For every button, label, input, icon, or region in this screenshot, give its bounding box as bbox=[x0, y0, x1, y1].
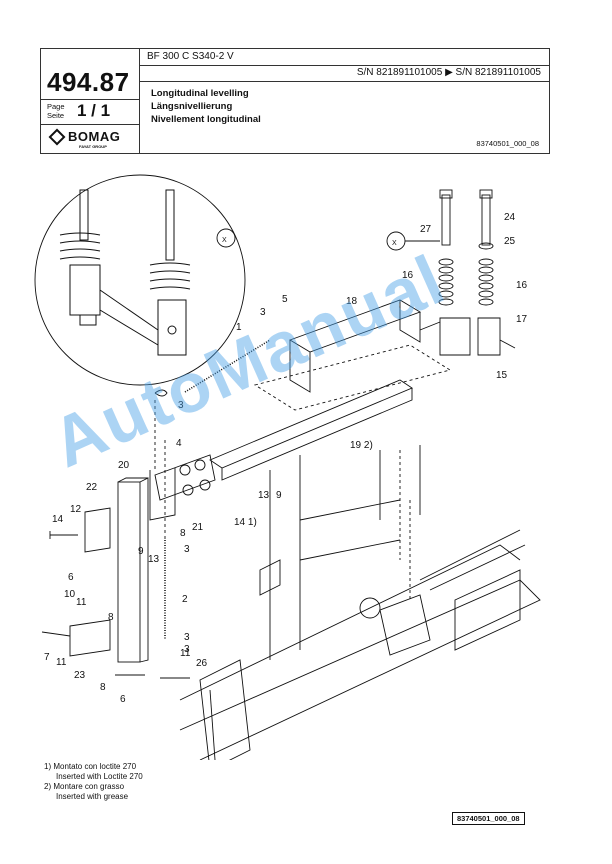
callout-3d: 3 bbox=[184, 632, 190, 643]
callout-1: 1 bbox=[236, 322, 242, 333]
detail-x-label-left: X bbox=[222, 237, 227, 244]
callout-5: 5 bbox=[282, 294, 288, 305]
title-en: Longitudinal levelling bbox=[151, 88, 249, 99]
page-label: Page Seite bbox=[47, 102, 65, 120]
callout-9b: 9 bbox=[138, 546, 144, 557]
page-number: 1 / 1 bbox=[77, 101, 111, 120]
detail-circle bbox=[34, 174, 246, 386]
callout-3c: 3 bbox=[184, 544, 190, 555]
callout-8a: 8 bbox=[180, 528, 186, 539]
callout-11c: 11 bbox=[180, 648, 191, 659]
callout-16a: 16 bbox=[402, 270, 414, 281]
callout-3e: 3 bbox=[184, 644, 190, 655]
note-1-en: Inserted with Loctite 270 bbox=[56, 772, 143, 781]
callout-10: 10 bbox=[64, 589, 76, 600]
model-strip: BF 300 C S340-2 V bbox=[139, 49, 549, 66]
callout-3a: 3 bbox=[260, 307, 266, 318]
callout-21: 21 bbox=[192, 522, 204, 533]
callout-25: 25 bbox=[504, 236, 516, 247]
drawing-reference: 83740501_000_08 bbox=[476, 139, 539, 148]
callout-22: 22 bbox=[86, 482, 98, 493]
callout-13a: 13 bbox=[258, 490, 270, 501]
footnotes: 1) Montato con loctite 270 Inserted with… bbox=[44, 762, 143, 802]
callout-14a: 14 bbox=[52, 514, 64, 525]
callout-4: 4 bbox=[176, 438, 182, 449]
callout-7: 7 bbox=[44, 652, 50, 663]
washer-stack bbox=[438, 242, 494, 306]
callout-labels: X X 1 2 3 3 3 3 3 4 5 6 6 7 8 8 8 9 9 10… bbox=[44, 212, 528, 705]
callout-16b: 16 bbox=[516, 280, 528, 291]
bomag-logo: BOMAG FAYAT GROUP bbox=[48, 128, 120, 149]
callout-14b: 14 1) bbox=[234, 517, 257, 528]
serial-range: S/N 821891101005 ▶ S/N 821891101005 bbox=[356, 67, 541, 78]
callout-20: 20 bbox=[118, 460, 130, 471]
callout-23: 23 bbox=[74, 670, 86, 681]
callout-11a: 11 bbox=[76, 597, 87, 608]
footer-drawing-reference: 83740501_000_08 bbox=[452, 812, 525, 825]
callout-3b: 3 bbox=[178, 400, 184, 411]
callout-19: 19 2) bbox=[350, 440, 373, 451]
callout-13b: 13 bbox=[148, 554, 160, 565]
part-number-panel: 494.87 Page Seite 1 / 1 BOMAG FAYAT GROU… bbox=[41, 49, 140, 153]
callout-9a: 9 bbox=[276, 490, 282, 501]
serial-strip: S/N 821891101005 ▶ S/N 821891101005 bbox=[139, 65, 549, 82]
callout-12: 12 bbox=[70, 504, 82, 515]
callout-8b: 8 bbox=[108, 612, 114, 623]
callout-18: 18 bbox=[346, 296, 358, 307]
exploded-parts-drawing: X X 1 2 3 3 3 3 3 4 5 6 6 7 8 8 8 9 9 10… bbox=[34, 174, 541, 760]
callout-2: 2 bbox=[182, 594, 188, 605]
callout-15: 15 bbox=[496, 370, 508, 381]
note-1-it: 1) Montato con loctite 270 bbox=[44, 762, 137, 771]
page-row: Page Seite 1 / 1 bbox=[41, 99, 139, 125]
callout-17: 17 bbox=[516, 314, 528, 325]
title-de: Längsnivellierung bbox=[151, 101, 233, 112]
page-title: Longitudinal levelling Längsnivellierung… bbox=[151, 87, 261, 126]
callout-6b: 6 bbox=[120, 694, 126, 705]
note-2-en: Inserted with grease bbox=[56, 792, 129, 801]
detail-part bbox=[59, 189, 191, 356]
callout-27: 27 bbox=[420, 224, 432, 235]
callout-6a: 6 bbox=[68, 572, 74, 583]
callout-11b: 11 bbox=[56, 657, 67, 668]
callout-8c: 8 bbox=[100, 682, 106, 693]
title-block: 494.87 Page Seite 1 / 1 BOMAG FAYAT GROU… bbox=[40, 48, 550, 154]
part-number: 494.87 bbox=[47, 67, 130, 97]
note-2-it: 2) Montare con grasso bbox=[44, 782, 125, 791]
model-name: BF 300 C S340-2 V bbox=[147, 51, 234, 62]
callout-24: 24 bbox=[504, 212, 516, 223]
title-fr: Nivellement longitudinal bbox=[151, 114, 261, 125]
callout-26: 26 bbox=[196, 658, 208, 669]
detail-x-label-right: X bbox=[392, 240, 397, 247]
bomag-diamond-icon bbox=[48, 128, 66, 145]
